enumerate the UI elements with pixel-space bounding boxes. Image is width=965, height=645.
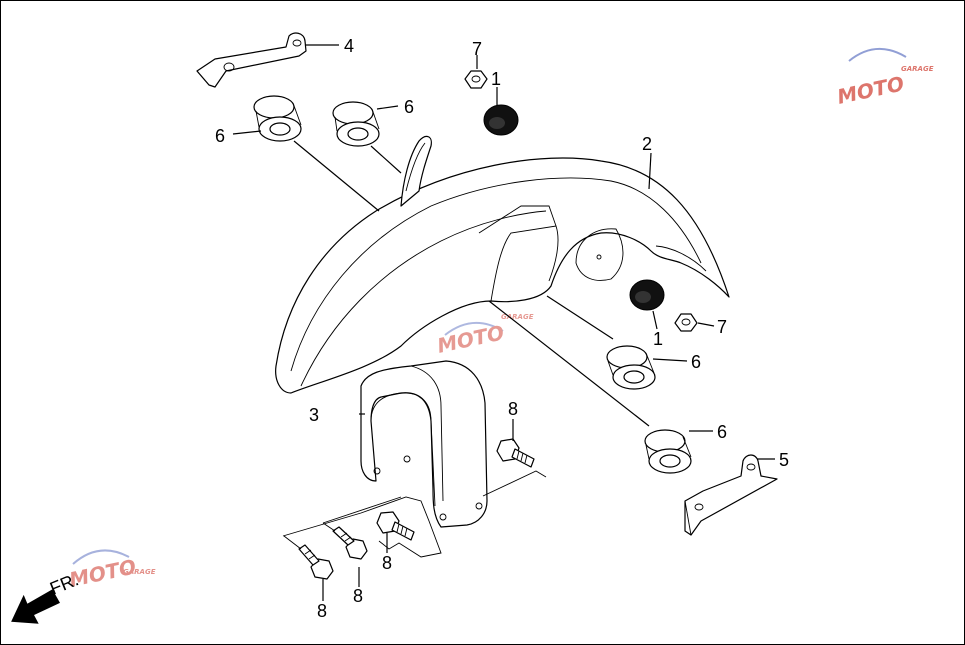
callout-6-lower-1: 6	[691, 352, 701, 372]
bolt-middle	[376, 511, 415, 541]
watermark-text: MOTO	[835, 71, 906, 109]
watermark-subtext: GARAGE	[501, 313, 534, 321]
assembly-lines	[282, 140, 650, 558]
fender-stay	[360, 360, 488, 528]
callout-8-left-1: 8	[353, 586, 363, 606]
watermark-text: MOTO	[435, 320, 506, 358]
damper-lower-1	[606, 345, 656, 390]
nut-lower	[674, 313, 698, 332]
callout-7-lower: 7	[717, 317, 727, 337]
bolt-left-2	[298, 544, 334, 580]
callout-8-middle: 8	[382, 553, 392, 573]
damper-lower-2	[644, 429, 692, 474]
callout-6-top-left: 6	[215, 126, 225, 146]
watermark-center: MOTO GARAGE	[435, 313, 534, 358]
bracket-top	[196, 32, 307, 88]
front-arrow-icon	[11, 589, 60, 624]
watermark-top-right: MOTO GARAGE	[835, 47, 934, 109]
callouts: 4 7 1 6 6 2 3 8 1 7 6 6 5 8 8 8	[215, 36, 789, 621]
callout-5: 5	[779, 450, 789, 470]
grommet-top	[483, 104, 519, 136]
damper-top-middle	[332, 101, 380, 147]
watermark-subtext: GARAGE	[123, 568, 156, 576]
callout-7-top: 7	[472, 39, 482, 59]
watermark-subtext: GARAGE	[901, 65, 934, 73]
callout-2: 2	[642, 134, 652, 154]
bracket-lower	[684, 454, 778, 536]
damper-top-left	[253, 95, 302, 142]
bolt-left-1	[332, 526, 368, 560]
callout-8-right: 8	[508, 399, 518, 419]
bolt-right	[496, 438, 535, 468]
callout-3: 3	[309, 405, 319, 425]
callout-1-lower: 1	[653, 329, 663, 349]
nut-top	[464, 70, 488, 89]
callout-1-top: 1	[491, 69, 501, 89]
callout-4: 4	[344, 36, 354, 56]
callout-6-lower-2: 6	[717, 422, 727, 442]
leader-lines	[232, 44, 775, 601]
callout-6-top-middle: 6	[404, 97, 414, 117]
callout-8-left-2: 8	[317, 601, 327, 621]
grommet-lower	[629, 279, 665, 311]
front-fender	[275, 135, 730, 394]
front-direction-indicator: FR.	[11, 569, 81, 624]
